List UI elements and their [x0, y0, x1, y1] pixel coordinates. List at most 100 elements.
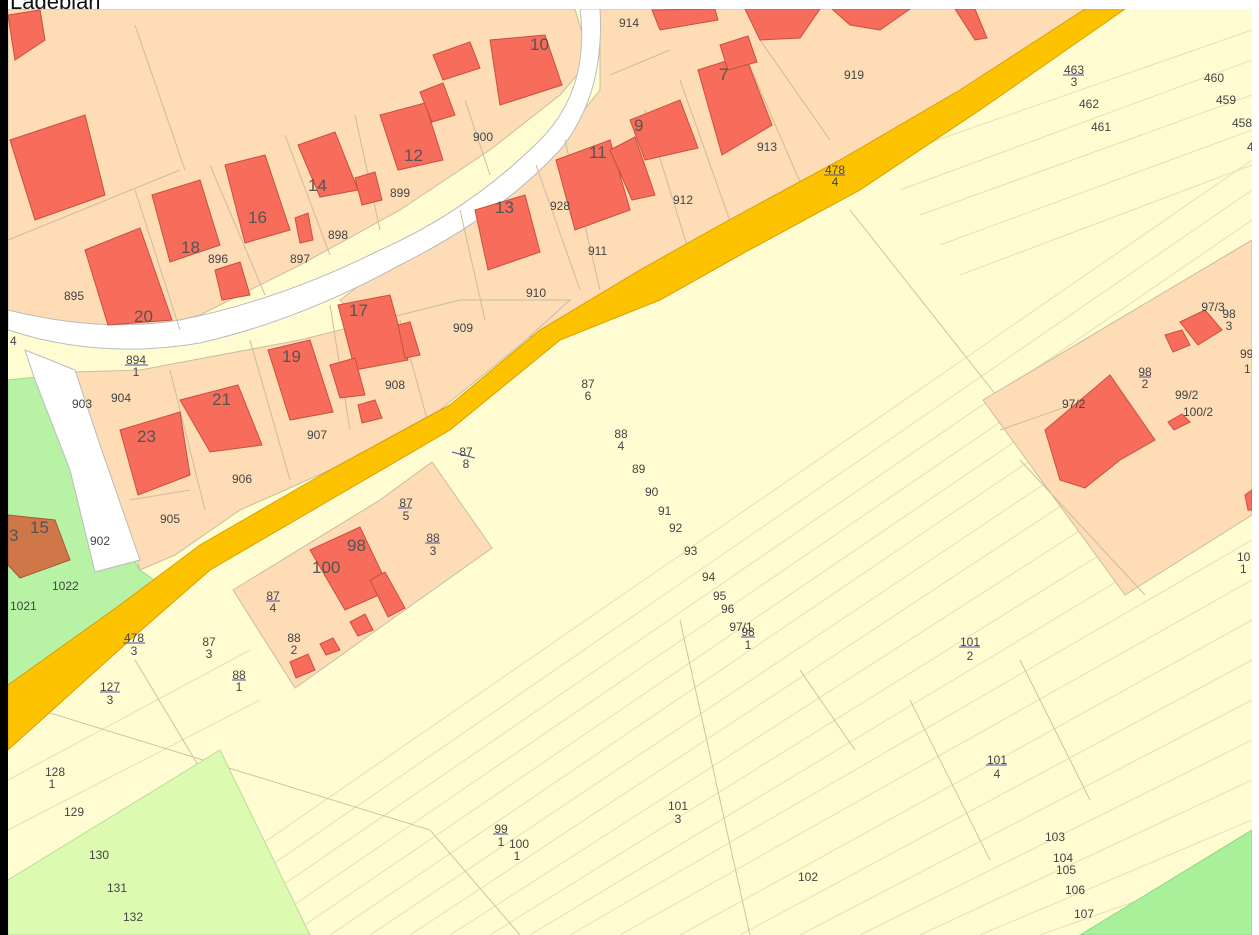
parcel-number: 460 — [1204, 71, 1224, 85]
building — [419, 82, 456, 123]
fraction-numerator: 87 — [581, 377, 595, 391]
fraction-denominator: 6 — [585, 389, 592, 403]
parcel-number: 1022 — [52, 579, 79, 593]
parcel-number: 103 — [1045, 830, 1065, 844]
house-number: 14 — [308, 176, 327, 195]
parcel-number: 102 — [798, 870, 818, 884]
parcel-number: 919 — [844, 68, 864, 82]
parcel-number: 900 — [473, 130, 493, 144]
parcel-number: 903 — [72, 397, 92, 411]
fraction-numerator: 101 — [987, 753, 1007, 767]
fraction-numerator: 87 — [266, 589, 280, 603]
fraction-denominator: 3 — [107, 693, 114, 707]
fraction-denominator: 4 — [994, 767, 1001, 781]
parcel-number: 1 — [1244, 362, 1251, 376]
fraction-denominator: 5 — [403, 509, 410, 523]
parcel-number: 90 — [645, 485, 659, 499]
fraction-numerator: 127 — [100, 680, 120, 694]
parcel-number: 904 — [111, 391, 131, 405]
parcel-number: 99 — [1240, 347, 1252, 361]
fraction-numerator: 88 — [614, 427, 628, 441]
left-frame-border — [0, 0, 8, 935]
parcel-number: 909 — [453, 321, 473, 335]
building — [651, 9, 719, 31]
building — [489, 34, 563, 106]
fraction-denominator: 1 — [514, 849, 521, 863]
parcel-number: 99/2 — [1175, 388, 1199, 402]
fraction-denominator: 1 — [49, 777, 56, 791]
fraction-numerator: 98 — [741, 625, 755, 639]
parcel-number: 907 — [307, 428, 327, 442]
parcel-number: 106 — [1065, 883, 1085, 897]
fraction-numerator: 463 — [1064, 63, 1084, 77]
fraction-numerator: 100 — [509, 837, 529, 851]
building — [337, 294, 409, 371]
house-number: 17 — [349, 301, 368, 320]
building — [224, 154, 291, 244]
buildings — [8, 9, 1252, 679]
house-number: 10 — [530, 35, 549, 54]
house-number: 20 — [134, 307, 153, 326]
building — [84, 227, 173, 326]
building — [319, 637, 341, 656]
building — [289, 653, 316, 679]
fraction-denominator: 3 — [131, 644, 138, 658]
fraction-bars — [100, 74, 1151, 835]
building — [8, 9, 46, 61]
parcel-number: 107 — [1074, 907, 1094, 921]
parcel-number: 928 — [550, 199, 570, 213]
building — [1244, 489, 1252, 511]
parcel-number: 908 — [385, 378, 405, 392]
fraction-denominator: 3 — [1226, 319, 1233, 333]
parcel-number: 459 — [1216, 93, 1236, 107]
parcel-number: 97/2 — [1062, 397, 1086, 411]
parcel-number: 89 — [632, 462, 646, 476]
building — [397, 321, 421, 359]
fraction-numerator: 478 — [124, 631, 144, 645]
building — [719, 35, 758, 71]
residential-parcel-lines — [8, 24, 1146, 596]
building — [1179, 309, 1223, 346]
house-number: 23 — [137, 427, 156, 446]
building — [179, 384, 263, 453]
house-number: 3 — [9, 526, 18, 545]
building — [8, 514, 71, 579]
fraction-numerator: 87 — [459, 445, 473, 459]
building — [432, 41, 481, 81]
building — [329, 357, 366, 399]
parcel-number: 95 — [713, 589, 727, 603]
fraction-numerator: 101 — [960, 635, 980, 649]
house-number: 12 — [404, 146, 423, 165]
map-canvas: 10 12 14 16 18 20 11 9 7 13 17 19 21 23 … — [8, 9, 1252, 935]
fraction-numerator: 478 — [825, 163, 845, 177]
building — [357, 399, 383, 424]
parcel-number: 462 — [1079, 97, 1099, 111]
building — [354, 171, 383, 206]
fraction-denominator: 1 — [498, 835, 505, 849]
main-road — [8, 9, 1126, 751]
fraction-denominator: 3 — [430, 544, 437, 558]
cadastral-map[interactable]: 10 12 14 16 18 20 11 9 7 13 17 19 21 23 … — [8, 9, 1252, 935]
fraction-denominator: 2 — [1142, 377, 1149, 391]
building — [555, 139, 631, 231]
building — [1167, 413, 1191, 431]
parcel-number: 105 — [1056, 863, 1076, 877]
fraction-numerator: 894 — [126, 353, 146, 367]
house-number: 98 — [347, 536, 366, 555]
fraction-denominator: 2 — [967, 649, 974, 663]
parcel-number: 130 — [89, 848, 109, 862]
parcel-number: 899 — [390, 186, 410, 200]
parcel-number: 902 — [90, 534, 110, 548]
fraction-numerator: 128 — [45, 765, 65, 779]
fraction-numerator: 88 — [287, 631, 301, 645]
building — [119, 411, 191, 496]
fraction-numerator: 88 — [232, 668, 246, 682]
parcel-number: 92 — [669, 521, 683, 535]
parcel-number: 93 — [684, 544, 698, 558]
parcel-number: 461 — [1091, 120, 1111, 134]
fraction-denominator: 1 — [745, 638, 752, 652]
parcel-number: 91 — [658, 504, 672, 518]
meadow-south — [8, 749, 311, 935]
house-number: 9 — [634, 116, 643, 135]
parcel-number: 1 — [1240, 562, 1247, 576]
